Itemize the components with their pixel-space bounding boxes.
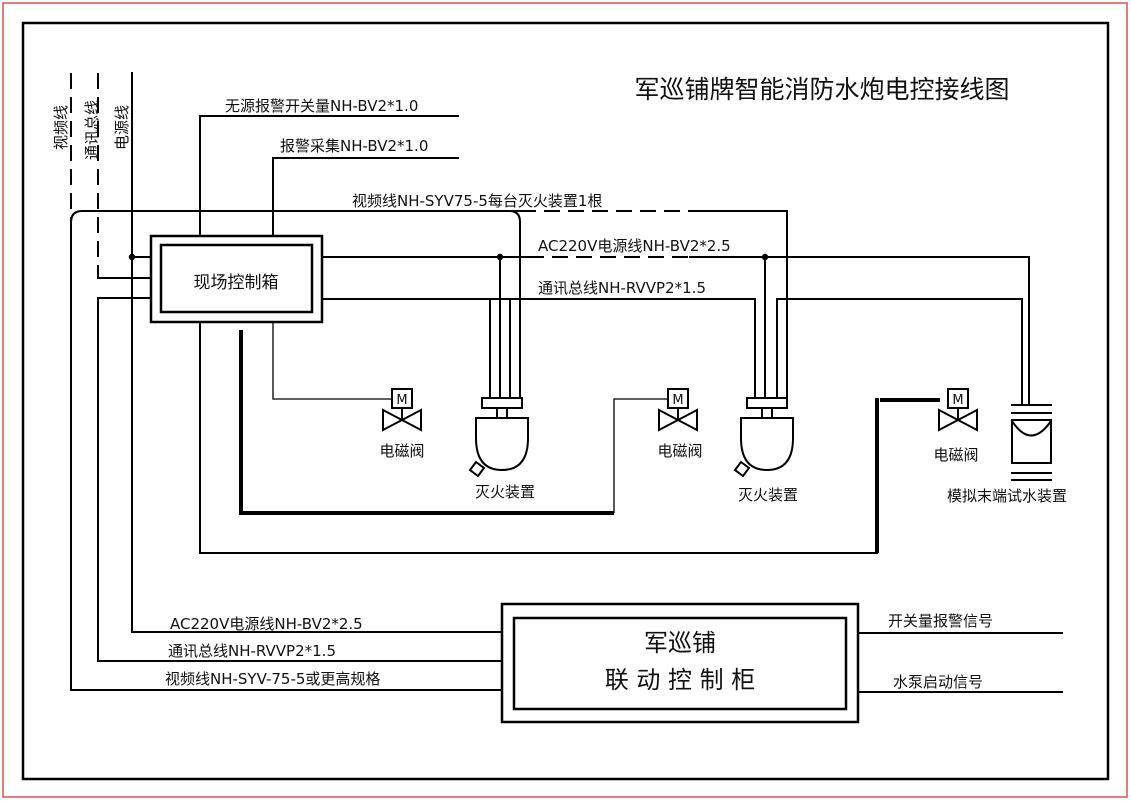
field-control-box-label: 现场控制箱 [194, 273, 279, 293]
extinguisher-neck-icon [761, 407, 773, 419]
cabinet-inner [512, 616, 848, 711]
switch-alarm-signal-label: 开关量报警信号 [888, 612, 993, 630]
ac-power-top-label: AC220V电源线NH-BV2*2.5 [538, 237, 731, 255]
legend-comm-bus-label: 通讯总线 [83, 100, 101, 160]
pipe-line-2 [199, 321, 878, 554]
video-per-device-label: 视频线NH-SYV75-5每台灭火装置1根 [352, 192, 602, 210]
comm-drop-device-1a [321, 298, 491, 399]
comm-drop-device-2b [776, 298, 1023, 406]
extinguisher-flange-icon [746, 397, 788, 409]
linkage-control-cabinet: 军巡铺 联 动 控 制 柜 [500, 602, 860, 724]
test-device-body-icon [1011, 419, 1052, 464]
valve-motor-glyph: M [672, 393, 683, 408]
drawing-frame [21, 21, 1110, 781]
extinguisher-nozzle-icon [468, 460, 486, 478]
extinguisher-body-icon [740, 417, 794, 472]
video-drop-device-1 [508, 209, 521, 399]
alarm-collect-wire [272, 157, 459, 237]
comm-bus-top-label: 通讯总线NH-RVVP2*1.5 [538, 279, 706, 297]
solenoid-valve-3: M 电磁阀 [933, 388, 979, 464]
solenoid-valve-2-label: 电磁阀 [657, 442, 702, 460]
extinguisher-2: 灭火装置 [733, 397, 798, 504]
video-line-top-run [69, 210, 521, 224]
end-test-device-label: 模拟末端试水装置 [947, 487, 1067, 505]
power-junction-dot [128, 253, 136, 261]
passive-alarm-switch-label: 无源报警开关量NH-BV2*1.0 [225, 97, 418, 115]
pipe-line-1 [239, 330, 614, 515]
box-to-valve-1-wire [272, 322, 392, 400]
video-bottom-label: 视频线NH-SYV-75-5或更高规格 [165, 670, 380, 688]
ac-power-bottom-label: AC220V电源线NH-BV2*2.5 [170, 615, 363, 633]
passive-alarm-switch-wire [199, 115, 459, 237]
extinguisher-1-label: 灭火装置 [475, 483, 535, 501]
field-control-box: 现场控制箱 [149, 234, 324, 324]
solenoid-valve-1: M 电磁阀 [379, 388, 425, 460]
valve-2-wire [613, 398, 668, 513]
comm-bus-bottom-label: 通讯总线NH-RVVP2*1.5 [168, 642, 336, 660]
solenoid-valve-2: M 电磁阀 [657, 388, 703, 460]
extinguisher-neck-icon [496, 407, 508, 419]
extinguisher-2-label: 灭火装置 [738, 486, 798, 504]
legend-power-line-label: 电源线 [113, 105, 131, 150]
diagram-title: 军巡铺牌智能消防水炮电控接线图 [634, 75, 1009, 104]
valve-body-icon [658, 408, 698, 432]
test-device-bowl-icon [1010, 419, 1053, 437]
pump-start-signal-label: 水泵启动信号 [893, 673, 983, 691]
valve-body-icon [382, 408, 422, 432]
cabinet-name-label: 联 动 控 制 柜 [605, 666, 756, 694]
cabinet-brand-label: 军巡铺 [644, 629, 716, 657]
legend-video-line-label: 视频线 [52, 105, 70, 150]
solenoid-valve-1-label: 电磁阀 [379, 442, 424, 460]
valve-motor-glyph: M [396, 393, 407, 408]
extinguisher-nozzle-icon [733, 460, 751, 478]
extinguisher-body-icon [475, 417, 529, 472]
alarm-collect-label: 报警采集NH-BV2*1.0 [280, 137, 428, 155]
extinguisher-1: 灭火装置 [468, 397, 535, 501]
valve-body-icon [938, 408, 978, 432]
field-control-box-inner [159, 243, 314, 314]
valve-motor-glyph: M [952, 393, 963, 408]
extinguisher-flange-icon [481, 397, 523, 409]
comm-drop-device-1b [509, 298, 691, 399]
left-trunk-lines [69, 72, 521, 691]
end-test-device: 模拟末端试水装置 [947, 404, 1067, 505]
solenoid-valve-3-label: 电磁阀 [933, 446, 978, 464]
